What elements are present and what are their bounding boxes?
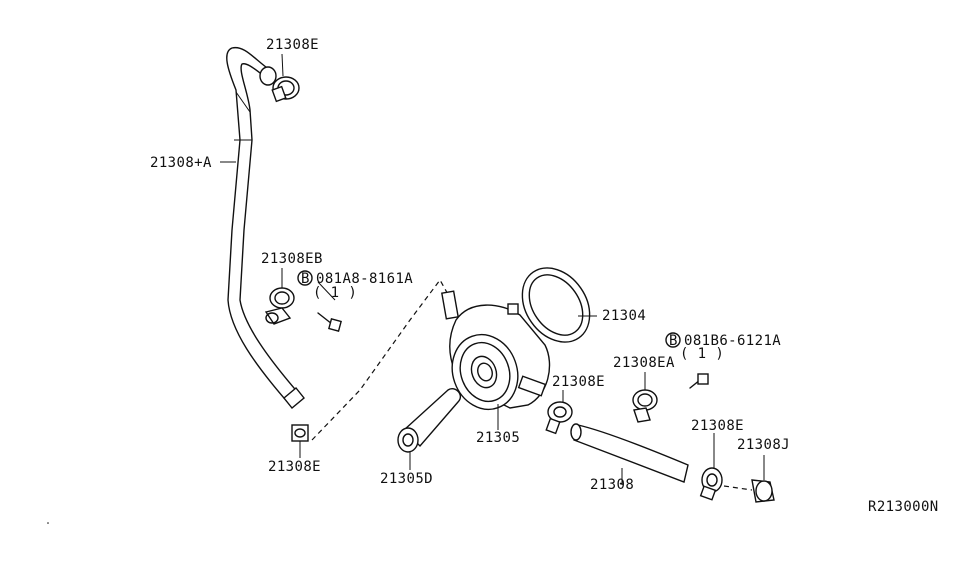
connector-d <box>397 388 462 470</box>
label-bolt-a-code: 081A8-8161A <box>316 271 413 287</box>
bolt-b <box>689 373 709 389</box>
label-clamp-ea: 21308EA <box>613 355 675 371</box>
speck-mark <box>47 522 49 524</box>
label-bolt-a-qty: ( 1 ) <box>313 285 357 301</box>
upper-clamp <box>259 66 300 103</box>
label-bolt-b-code: 081B6-6121A <box>684 333 781 349</box>
label-connector: 21305D <box>380 471 433 487</box>
bolt-a <box>317 312 342 332</box>
label-diagram-ref: R213000N <box>868 499 939 515</box>
clamp-ea <box>632 372 658 423</box>
label-connector-j: 21308J <box>737 437 790 453</box>
connector-j <box>723 455 775 503</box>
label-clamp-eb: 21308EB <box>261 251 323 267</box>
label-bolt-b-qty: ( 1 ) <box>680 346 724 362</box>
label-clamp-right: 21308E <box>691 418 744 434</box>
oil-cooler <box>441 290 551 430</box>
bolt-b-marker <box>665 332 681 348</box>
bolt-a-marker <box>297 270 313 286</box>
label-clamp-lower-left: 21308E <box>268 459 321 475</box>
clamp-eb <box>264 268 295 325</box>
label-oil-cooler: 21305 <box>476 430 520 446</box>
label-clamp-mid: 21308E <box>552 374 605 390</box>
gasket <box>521 267 597 343</box>
label-hose-upper-clamp: 21308E <box>266 37 319 53</box>
right-clamp <box>699 433 723 501</box>
label-bolt-a-prefix: B <box>301 271 310 287</box>
lower-left-clamp <box>291 424 309 458</box>
dashed-routing-line <box>311 278 451 441</box>
label-hose-lower: 21308 <box>590 477 634 493</box>
label-cooler-gasket: 21304 <box>602 308 646 324</box>
label-hose-upper: 21308+A <box>150 155 212 171</box>
label-bolt-b-prefix: B <box>669 333 678 349</box>
lower-hose <box>570 423 689 485</box>
upper-hose <box>226 46 305 409</box>
mid-clamp <box>545 390 573 435</box>
